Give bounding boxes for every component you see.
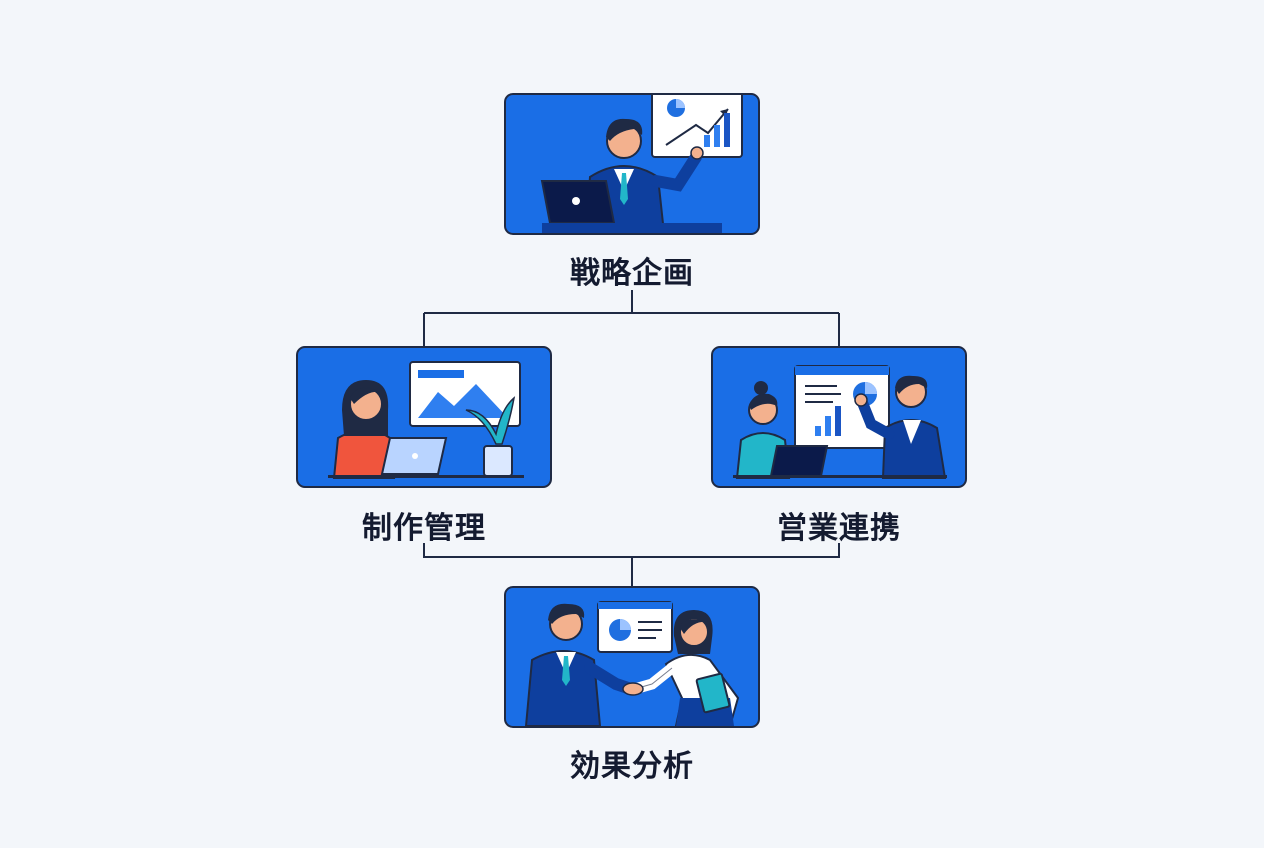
node-card-analysis (504, 586, 760, 728)
node-card-strategy (504, 93, 760, 235)
team-meeting-icon (733, 365, 947, 479)
node-card-production (296, 346, 552, 488)
presenter-icon (540, 95, 743, 233)
node-label-analysis: 効果分析 (570, 749, 694, 784)
handshake-icon (524, 601, 740, 726)
node-label-strategy: 戦略企画 (570, 256, 694, 291)
node-label-sales: 営業連携 (777, 511, 901, 546)
node-label-production: 制作管理 (362, 511, 486, 546)
connector-top (423, 290, 840, 346)
node-card-sales (711, 346, 967, 488)
connector-bottom (423, 543, 840, 586)
designer-icon (328, 361, 524, 479)
